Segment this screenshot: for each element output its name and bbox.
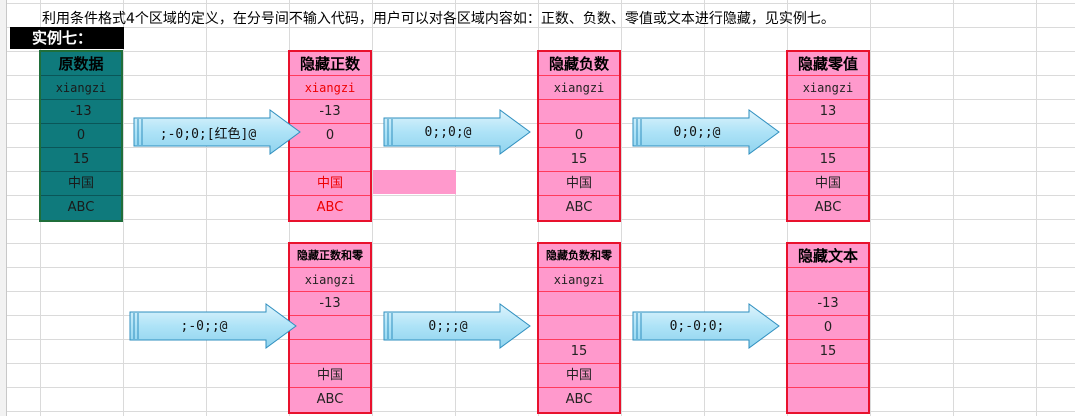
format-arrow-shape[interactable]: 0;;0;@ <box>382 108 532 156</box>
result-cell[interactable] <box>788 124 868 148</box>
arrow-format-text: ;-0;0;[红色]@ <box>159 126 257 142</box>
arrow-right-icon <box>632 303 780 349</box>
result-cell[interactable] <box>788 388 868 412</box>
hide-positive-header[interactable]: 隐藏正数 <box>290 52 370 76</box>
highlighted-cell[interactable] <box>373 170 456 194</box>
result-cell[interactable] <box>788 268 868 292</box>
result-cell[interactable] <box>539 316 619 340</box>
source-cell[interactable]: 15 <box>41 148 121 172</box>
arrow-format-text: ;-0;;@ <box>180 318 228 334</box>
arrow-right-icon <box>383 109 531 155</box>
format-arrow-shape[interactable]: ;-0;0;[红色]@ <box>132 108 302 156</box>
result-cell[interactable]: 15 <box>539 340 619 364</box>
result-cell[interactable]: -13 <box>788 292 868 316</box>
result-cell[interactable] <box>539 100 619 124</box>
result-cell[interactable] <box>290 316 370 340</box>
format-arrow-shape[interactable]: 0;0;;@ <box>631 108 781 156</box>
result-cell[interactable]: -13 <box>290 292 370 316</box>
hide-negative-zero-column: 隐藏负数和零 xiangzi 15 中国 ABC <box>537 242 621 414</box>
result-cell[interactable]: ABC <box>565 200 593 215</box>
result-cell[interactable] <box>290 340 370 364</box>
source-cell[interactable]: -13 <box>41 100 121 124</box>
hide-text-header[interactable]: 隐藏文本 <box>788 244 868 268</box>
arrow-format-text: 0;0;;@ <box>673 124 721 140</box>
result-cell[interactable]: 中国 <box>788 172 868 196</box>
result-cell[interactable]: 中国 <box>290 364 370 388</box>
hide-negative-zero-header[interactable]: 隐藏负数和零 <box>539 244 619 268</box>
result-cell[interactable]: 0 <box>539 124 619 148</box>
source-cell[interactable]: 中国 <box>41 172 121 196</box>
result-cell[interactable]: 15 <box>788 148 868 172</box>
source-cell[interactable]: 0 <box>41 124 121 148</box>
hide-positive-zero-header[interactable]: 隐藏正数和零 <box>290 244 370 268</box>
result-cell[interactable] <box>788 364 868 388</box>
hide-zero-column: 隐藏零值 xiangzi 13 15 中国 ABC <box>786 50 870 222</box>
hide-negative-column: 隐藏负数 xiangzi 0 15 中国 ABC <box>537 50 621 222</box>
result-cell[interactable]: xiangzi <box>788 76 868 100</box>
result-cell[interactable]: 中国 <box>539 172 619 196</box>
hide-text-column: 隐藏文本 -13 0 15 <box>786 242 870 414</box>
result-cell[interactable]: 0 <box>788 316 868 340</box>
result-cell[interactable]: 中国 <box>539 364 619 388</box>
arrow-format-text: 0;-0;0; <box>669 318 725 334</box>
source-column: 原数据 xiangzi -13 0 15 中国 ABC <box>39 50 123 222</box>
result-cell[interactable]: 中国 <box>290 172 370 196</box>
hide-positive-zero-column: 隐藏正数和零 xiangzi -13 中国 ABC <box>288 242 372 414</box>
hide-positive-column: 隐藏正数 xiangzi -13 0 中国 ABC <box>288 50 372 222</box>
hide-negative-header[interactable]: 隐藏负数 <box>539 52 619 76</box>
result-cell[interactable]: 0 <box>290 124 370 148</box>
arrow-right-icon <box>383 303 531 349</box>
result-cell[interactable]: -13 <box>290 100 370 124</box>
arrow-right-icon <box>129 303 297 349</box>
result-cell[interactable]: 15 <box>539 148 619 172</box>
result-cell[interactable]: xiangzi <box>290 268 370 292</box>
source-cell[interactable]: xiangzi <box>41 76 121 100</box>
result-cell[interactable]: ABC <box>316 200 344 215</box>
format-arrow-shape[interactable]: 0;-0;0; <box>631 302 781 350</box>
example-label: 实例七： <box>10 27 124 49</box>
result-cell[interactable]: ABC <box>316 392 344 407</box>
result-cell[interactable]: ABC <box>565 392 593 407</box>
result-cell[interactable]: xiangzi <box>290 76 370 100</box>
hide-zero-header[interactable]: 隐藏零值 <box>788 52 868 76</box>
description-text: 利用条件格式4个区域的定义，在分号间不输入代码，用户可以对各区域内容如：正数、负… <box>42 11 835 27</box>
result-cell[interactable]: xiangzi <box>539 268 619 292</box>
row-header-strip <box>0 0 7 416</box>
source-header[interactable]: 原数据 <box>41 52 121 76</box>
arrow-right-icon <box>133 109 301 155</box>
arrow-format-text: 0;;;@ <box>428 318 468 334</box>
result-cell[interactable]: ABC <box>814 200 842 215</box>
result-cell[interactable] <box>539 292 619 316</box>
result-cell[interactable]: 15 <box>788 340 868 364</box>
result-cell[interactable]: 13 <box>788 100 868 124</box>
arrow-format-text: 0;;0;@ <box>424 124 472 140</box>
result-cell[interactable]: xiangzi <box>539 76 619 100</box>
result-cell[interactable] <box>290 148 370 172</box>
source-cell[interactable]: ABC <box>67 200 95 215</box>
arrow-right-icon <box>632 109 780 155</box>
format-arrow-shape[interactable]: ;-0;;@ <box>128 302 298 350</box>
format-arrow-shape[interactable]: 0;;;@ <box>382 302 532 350</box>
